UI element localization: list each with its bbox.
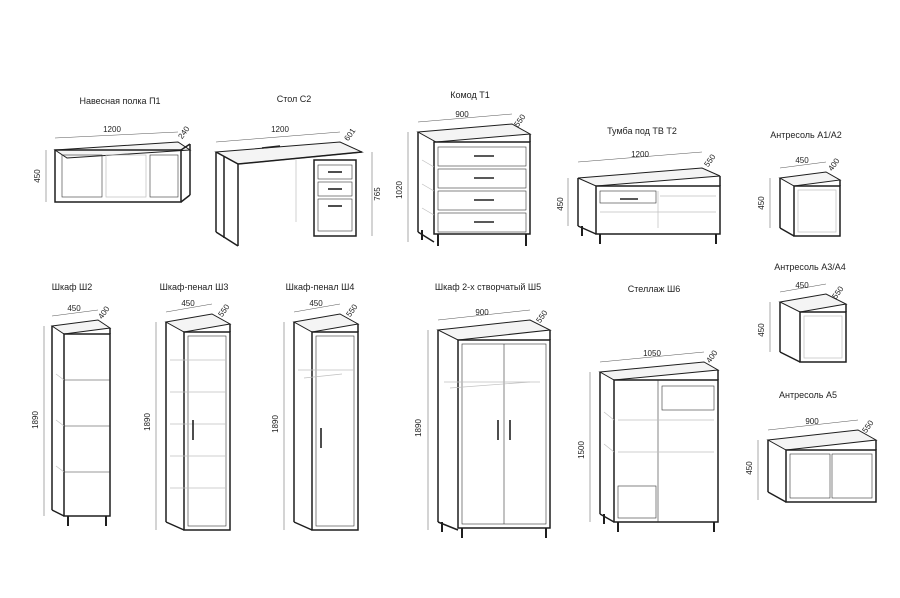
a34-title: Антресоль А3/А4 [774, 262, 845, 272]
sh4-title: Шкаф-пенал Ш4 [286, 282, 355, 292]
item-a12: Антресоль А1/А2 450 400 450 [757, 130, 842, 237]
t2-width-label: 1200 [631, 150, 649, 159]
t1-title: Комод Т1 [450, 90, 490, 100]
sh3-width-label: 450 [181, 299, 195, 308]
item-sh4: Шкаф-пенал Ш4 450 550 1890 [271, 282, 360, 531]
item-sh6: Стеллаж Ш6 1050 400 1500 [577, 284, 720, 532]
sh4-height-label: 1890 [271, 415, 280, 433]
t1-drawing [416, 123, 532, 246]
sh6-title: Стеллаж Ш6 [628, 284, 681, 294]
sh5-drawing [436, 319, 552, 538]
t2-title: Тумба под ТВ Т2 [607, 126, 677, 136]
sh5-title: Шкаф 2-х створчатый Ш5 [435, 282, 541, 292]
a34-height-label: 450 [757, 323, 766, 337]
sh6-drawing [598, 361, 720, 532]
p1-depth-label: 240 [176, 124, 191, 141]
item-sh5: Шкаф 2-х створчатый Ш5 900 550 1890 [414, 282, 552, 538]
a5-drawing [766, 429, 878, 503]
item-t2: Тумба под ТВ Т2 1200 550 450 [556, 126, 721, 244]
a34-drawing [778, 293, 848, 363]
sh3-drawing [164, 313, 232, 531]
sh4-depth-label: 550 [344, 302, 359, 319]
a5-title: Антресоль А5 [779, 390, 837, 400]
a12-width-label: 450 [795, 156, 809, 165]
t2-height-label: 450 [556, 197, 565, 211]
item-c2: Стол С2 1200 601 765 [214, 94, 382, 247]
p1-drawing [53, 141, 192, 203]
a5-depth-label: 550 [860, 418, 875, 435]
sh2-drawing [50, 319, 112, 526]
t2-drawing [577, 167, 721, 244]
sh3-title: Шкаф-пенал Ш3 [160, 282, 229, 292]
p1-width-label: 1200 [103, 125, 121, 134]
sh2-depth-label: 400 [96, 304, 111, 321]
a12-height-label: 450 [757, 196, 766, 210]
a12-drawing [778, 171, 842, 237]
sh2-title: Шкаф Ш2 [52, 282, 93, 292]
c2-width-label: 1200 [271, 125, 289, 134]
a12-depth-label: 400 [826, 156, 841, 173]
t1-depth-label: 550 [512, 112, 527, 129]
t2-depth-label: 550 [702, 152, 717, 169]
a5-height-label: 450 [745, 461, 754, 475]
c2-height-label: 765 [373, 187, 382, 201]
c2-title: Стол С2 [277, 94, 312, 104]
t1-width-label: 900 [455, 110, 469, 119]
p1-height-label: 450 [33, 169, 42, 183]
sh3-depth-label: 550 [216, 302, 231, 319]
item-sh2: Шкаф Ш2 450 400 1890 [31, 282, 112, 526]
item-sh3: Шкаф-пенал Ш3 450 550 1890 [143, 282, 232, 531]
sh5-depth-label: 550 [534, 308, 549, 325]
sh5-width-label: 900 [475, 308, 489, 317]
sh2-width-label: 450 [67, 304, 81, 313]
a12-title: Антресоль А1/А2 [770, 130, 841, 140]
c2-drawing [214, 141, 364, 247]
item-p1: Навесная полка П1 1200 240 450 [33, 96, 192, 203]
item-t1: Комод Т1 900 550 1020 [395, 90, 532, 246]
t1-height-label: 1020 [395, 181, 404, 199]
p1-title: Навесная полка П1 [79, 96, 160, 106]
sh6-width-label: 1050 [643, 349, 661, 358]
item-a5: Антресоль А5 900 550 450 [745, 390, 878, 503]
a34-width-label: 450 [795, 281, 809, 290]
sh5-height-label: 1890 [414, 419, 423, 437]
sh4-drawing [292, 313, 360, 531]
a34-depth-label: 550 [830, 284, 845, 301]
sh2-height-label: 1890 [31, 411, 40, 429]
item-a34: Антресоль А3/А4 450 550 450 [757, 262, 848, 363]
sh6-depth-label: 400 [704, 348, 719, 365]
sh4-width-label: 450 [309, 299, 323, 308]
sh6-height-label: 1500 [577, 441, 586, 459]
sh3-height-label: 1890 [143, 413, 152, 431]
a5-width-label: 900 [805, 417, 819, 426]
c2-depth-label: 601 [342, 126, 357, 143]
